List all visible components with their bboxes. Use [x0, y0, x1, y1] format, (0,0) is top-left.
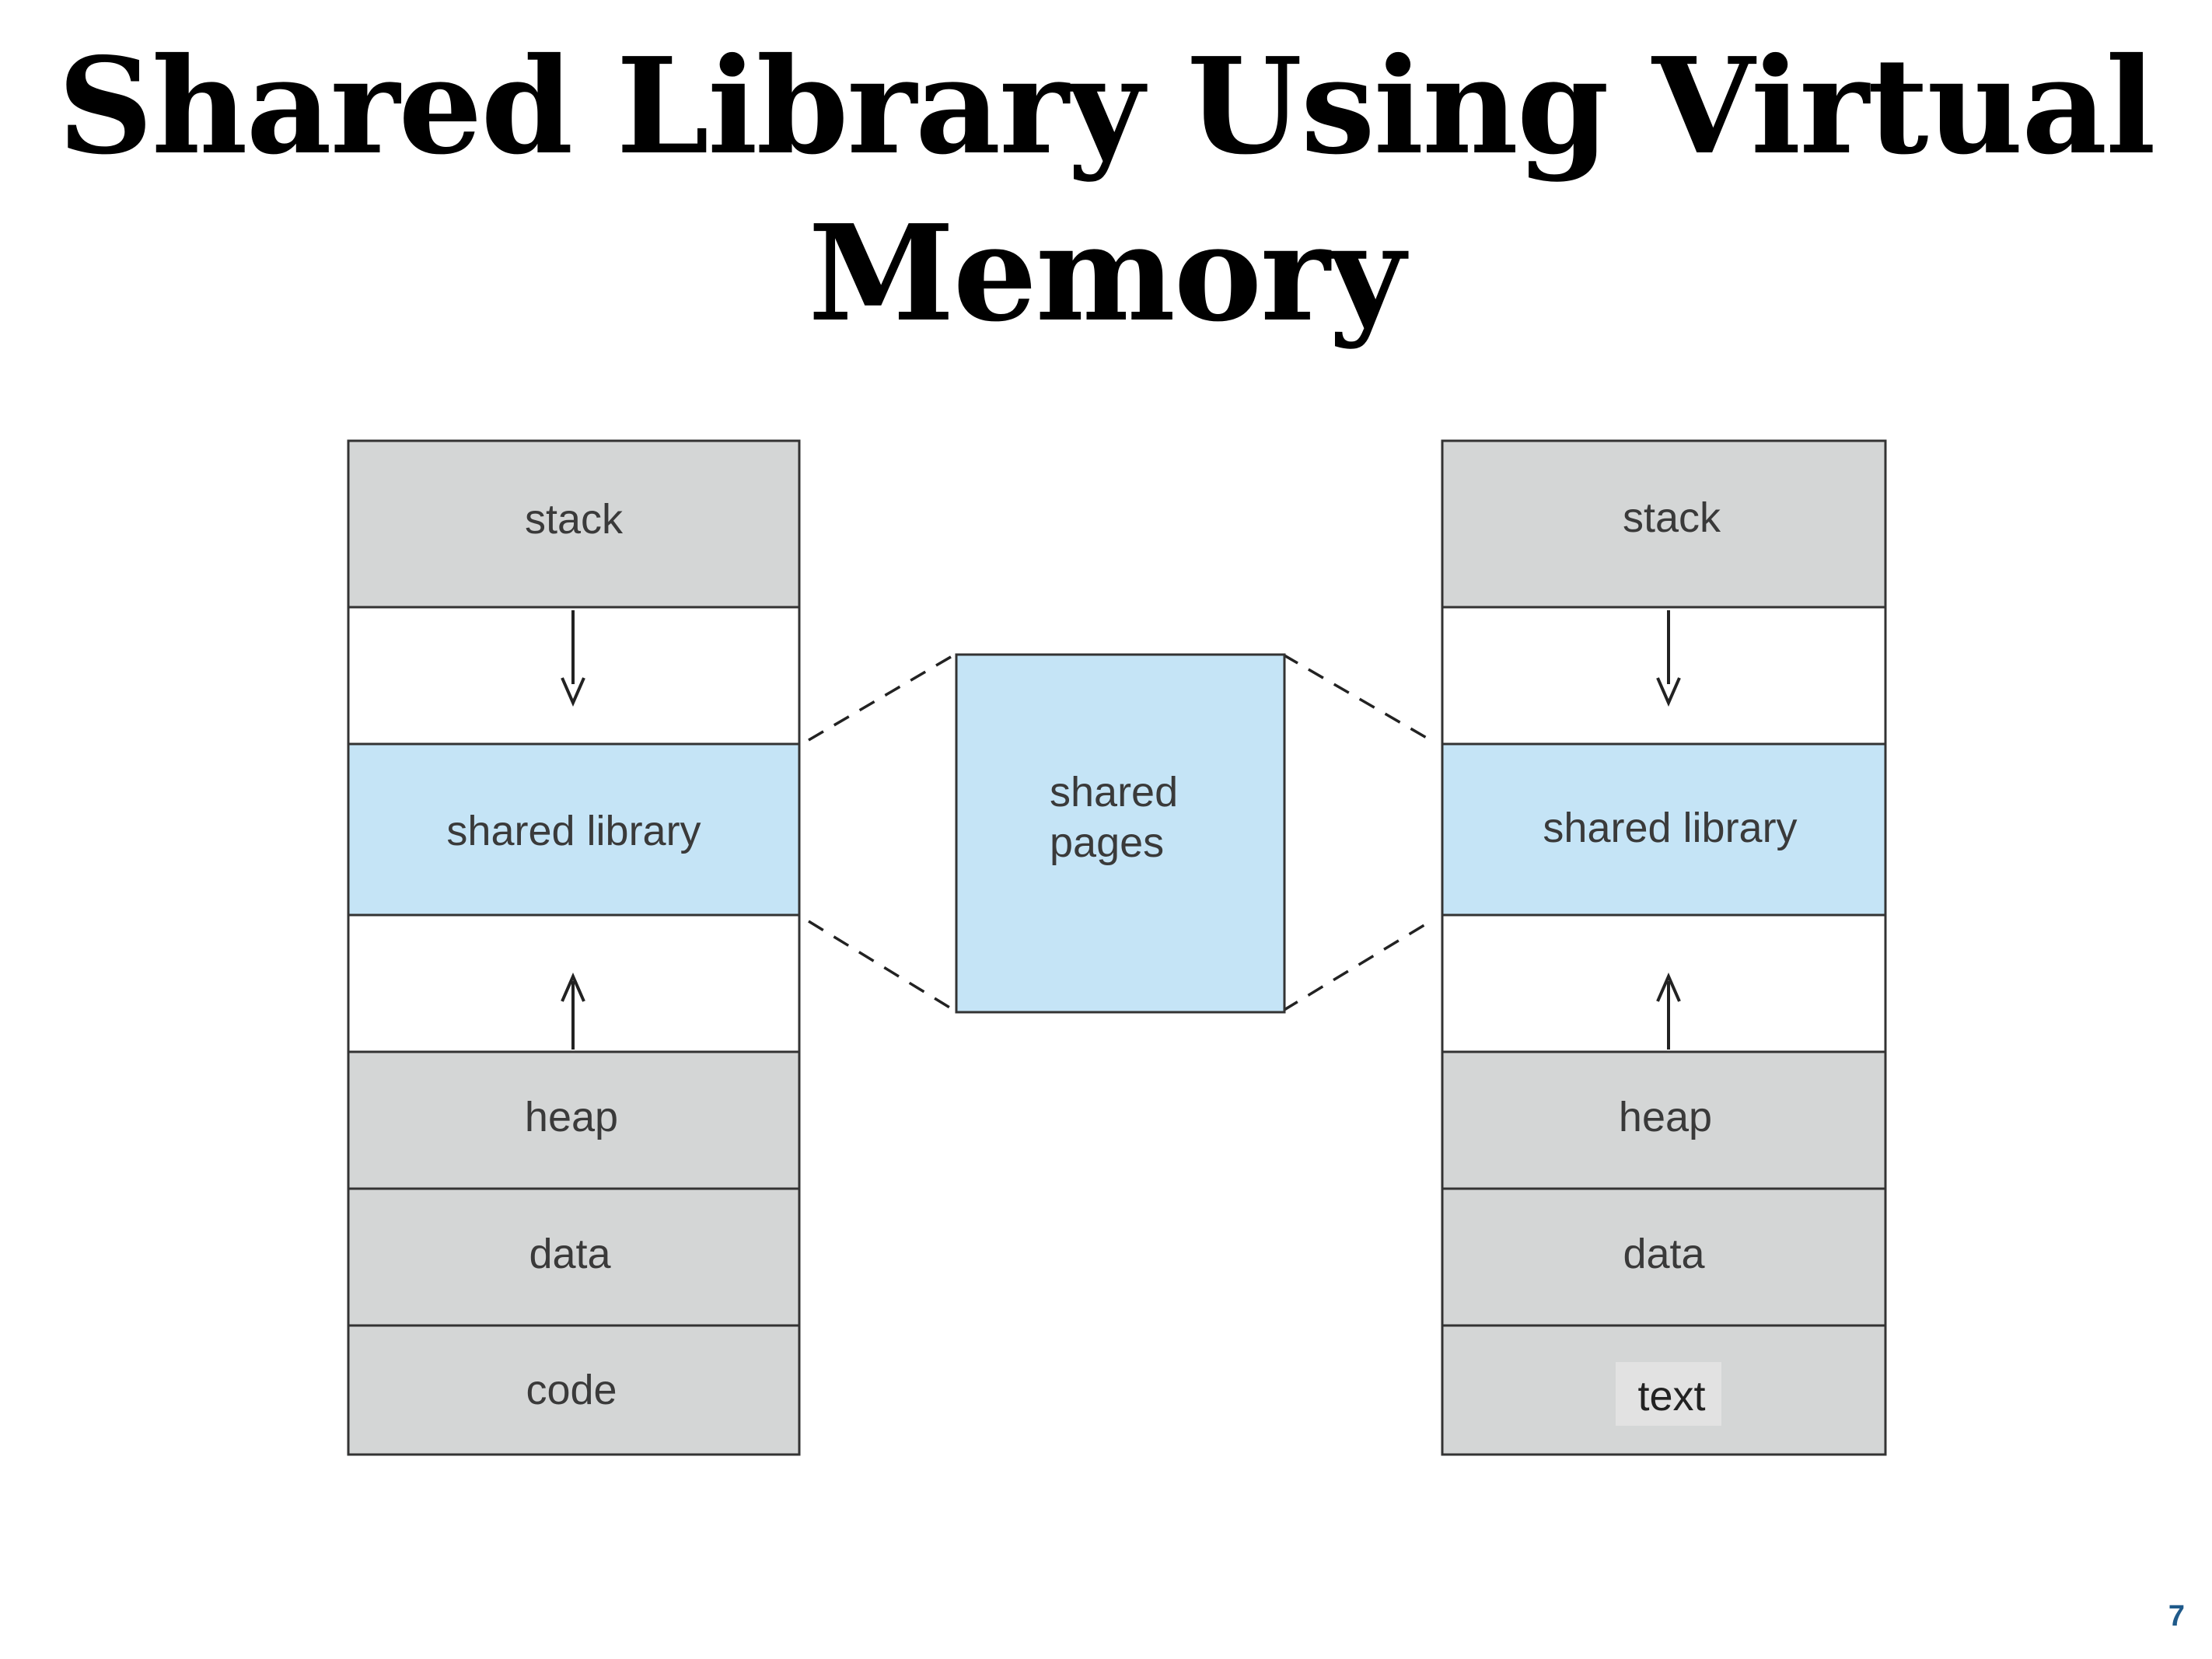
left-bottom-mapping-line: [808, 920, 956, 1012]
right-shared-library-label: shared library: [1543, 805, 1797, 851]
slide-title: Shared Library Using Virtual Memory: [0, 23, 2212, 358]
right-shared-library-segment: [1441, 742, 1887, 917]
right-bottom-mapping-line: [1282, 920, 1431, 1012]
left-top-mapping-line: [808, 653, 956, 742]
right-text-label-highlight: [1616, 1362, 1721, 1426]
right-process-address-space: stack shared library heap data text: [1441, 439, 1887, 1456]
right-heap-segment: [1441, 1050, 1887, 1190]
left-heap-segment: [347, 1050, 801, 1190]
left-code-label: code: [526, 1367, 617, 1413]
slide-title-line-1: Shared Library Using Virtual: [58, 29, 2156, 184]
left-process-address-space: stack shared library heap data code: [347, 439, 801, 1456]
left-stack-label: stack: [525, 496, 624, 543]
right-heap-label: heap: [1619, 1094, 1712, 1140]
page-number: 7: [2168, 1600, 2185, 1633]
left-heap-growth-up-arrow: [561, 973, 585, 1050]
right-stack-label: stack: [1623, 494, 1721, 541]
right-heap-growth-up-arrow: [1656, 973, 1681, 1050]
left-heap-label: heap: [525, 1094, 618, 1140]
left-shared-library-segment: [347, 742, 801, 917]
right-stack-segment: [1441, 439, 1887, 609]
right-free-space-top: [1441, 606, 1887, 746]
left-code-segment: [347, 1324, 801, 1456]
left-stack-growth-down-arrow: [561, 610, 585, 707]
left-data-label: data: [529, 1231, 611, 1277]
left-shared-library-label: shared library: [446, 808, 701, 854]
right-text-label: text: [1637, 1373, 1705, 1420]
shared-pages-block: shared pages: [955, 653, 1286, 1014]
left-data-segment: [347, 1187, 801, 1327]
shared-pages-box: [955, 653, 1286, 1014]
shared-pages-label-line-2: pages: [1050, 819, 1164, 866]
right-top-mapping-line: [1282, 653, 1431, 742]
shared-pages-label-line-1: shared: [1050, 769, 1178, 816]
slide-title-line-2: Memory: [808, 196, 1406, 351]
right-stack-growth-down-arrow: [1656, 610, 1681, 707]
right-data-label: data: [1623, 1231, 1705, 1277]
